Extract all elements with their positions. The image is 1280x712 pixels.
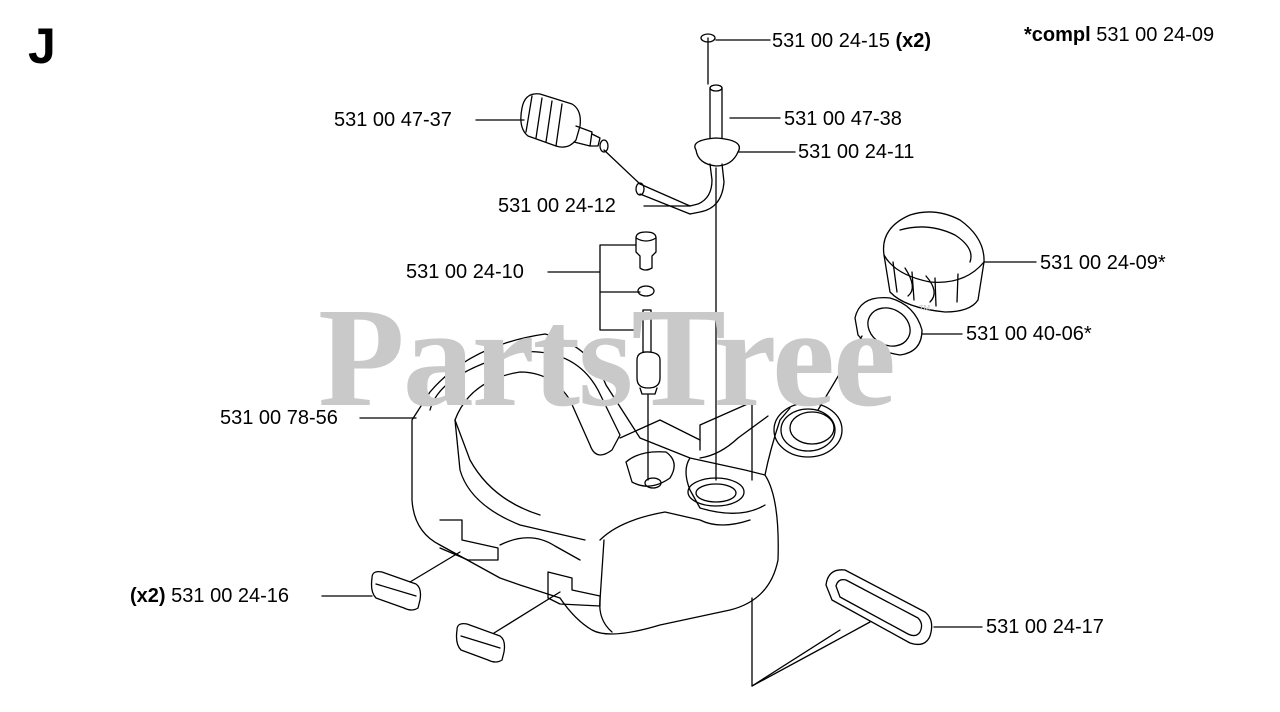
label-531-00-47-38[interactable]: 531 00 47-38 xyxy=(784,108,902,130)
gasket-drawing xyxy=(854,297,923,356)
fuel-cap-drawing xyxy=(882,211,985,313)
label-531-00-24-11[interactable]: 531 00 24-11 xyxy=(798,141,915,163)
fuel-tank-drawing xyxy=(411,333,843,635)
label-531-00-24-15[interactable]: 531 00 24-15 (x2) xyxy=(772,29,931,53)
fuel-filter-drawing xyxy=(520,93,609,153)
frame-seal-drawing xyxy=(825,569,933,646)
watermark-trademark: ™ xyxy=(918,302,931,317)
label-531-00-24-17[interactable]: 531 00 24-17 xyxy=(986,616,1104,638)
section-letter: J xyxy=(28,18,56,74)
label-531-00-24-09[interactable]: 531 00 24-09* xyxy=(1040,252,1166,274)
quantity: (x2) xyxy=(895,30,932,52)
label-531-00-40-06[interactable]: 531 00 40-06* xyxy=(966,323,1092,345)
part-number: 531 00 24-15 xyxy=(772,30,890,52)
tank-foot-drawings xyxy=(370,570,506,663)
label-531-00-24-10[interactable]: 531 00 24-10 xyxy=(406,261,524,283)
assembly-note-part: 531 00 24-09 xyxy=(1096,24,1215,46)
leader-lines xyxy=(321,37,1037,687)
tank-vent-drawing xyxy=(635,231,661,395)
assembly-note-prefix: *compl xyxy=(1024,24,1091,46)
label-531-00-78-56[interactable]: 531 00 78-56 xyxy=(220,407,338,429)
label-531-00-47-37[interactable]: 531 00 47-37 xyxy=(334,109,452,131)
quantity: (x2) xyxy=(130,585,166,607)
fuel-hose-drawing xyxy=(635,33,740,215)
watermark-text: PartsTree xyxy=(318,278,896,436)
assembly-note: *compl 531 00 24-09 xyxy=(1024,23,1214,47)
label-531-00-24-16[interactable]: (x2) 531 00 24-16 xyxy=(130,584,289,608)
label-531-00-24-12[interactable]: 531 00 24-12 xyxy=(498,195,616,217)
part-number: 531 00 24-16 xyxy=(171,585,290,607)
